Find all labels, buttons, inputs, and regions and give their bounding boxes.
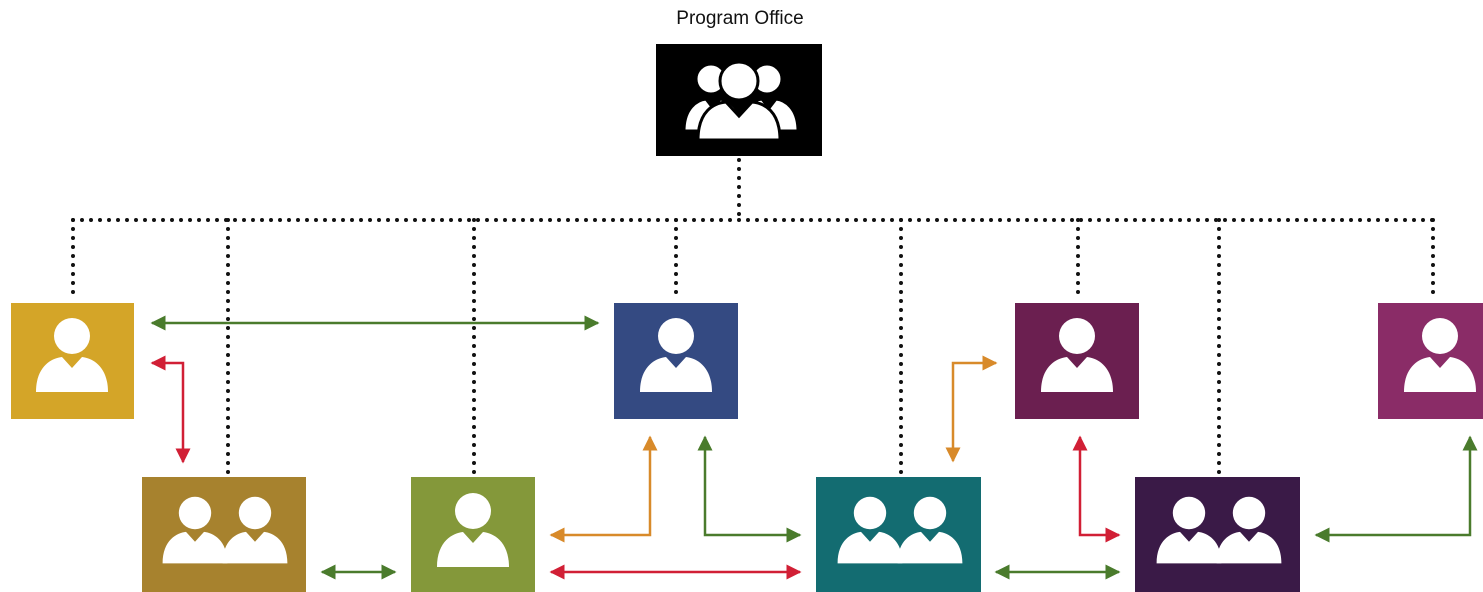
arrow-olive-blue: [549, 435, 658, 543]
plum-member-box: [1015, 303, 1139, 419]
arrow-gold-bronze: [150, 355, 191, 464]
arrow-purple-magenta: [1314, 435, 1478, 543]
olive-member-box: [411, 477, 535, 592]
teal-pair-box: [816, 477, 981, 592]
arrow-plum-purple: [1072, 435, 1121, 543]
team-icon: [682, 60, 800, 142]
magenta-member-box: [1378, 303, 1483, 419]
purple-pair-box: [1135, 477, 1300, 592]
program-office-label: Program Office: [676, 8, 804, 29]
gold-member-box: [11, 303, 134, 419]
blue-member-box: [614, 303, 738, 419]
dotted-connectors: [71, 158, 1435, 476]
bronze-pair-box: [142, 477, 306, 592]
program-office-box: [656, 44, 822, 156]
arrow-blue-teal: [697, 435, 802, 543]
arrow-teal-plum: [945, 355, 998, 463]
